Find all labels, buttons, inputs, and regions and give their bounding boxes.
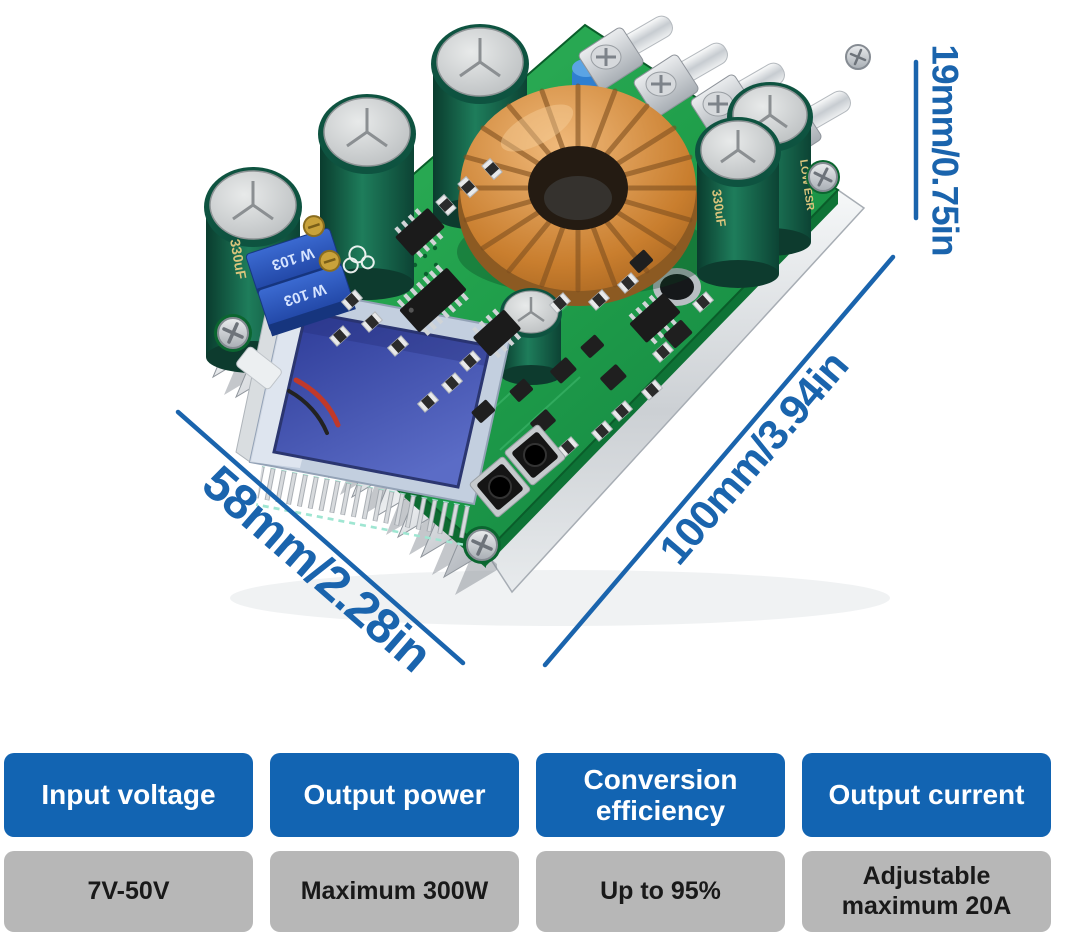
spec-table: Input voltage 7V-50V Output power Maximu… <box>4 753 1051 932</box>
spec-value-output-power: Maximum 300W <box>270 851 519 932</box>
capacitor-cluster-right: LOW ESR 330uF <box>695 82 816 288</box>
ic-chips <box>394 206 682 359</box>
silkscreen-logo <box>342 245 375 274</box>
spec-header-input-voltage: Input voltage <box>4 753 253 837</box>
capacitor-label: 330uF <box>227 238 250 281</box>
spec-column-conversion-efficiency: Conversion efficiency Up to 95% <box>536 753 785 932</box>
wire-red <box>293 377 341 428</box>
connector <box>236 346 282 390</box>
dimension-lines <box>175 59 919 668</box>
screw-terminal <box>578 15 673 90</box>
spec-column-output-current: Output current Adjustable maximum 20A <box>802 753 1051 932</box>
mounting-screw <box>463 526 501 564</box>
spec-header-output-power: Output power <box>270 753 519 837</box>
ic-chip <box>394 206 446 258</box>
spec-column-output-power: Output power Maximum 300W <box>270 753 519 932</box>
push-button <box>504 424 566 486</box>
ic-chip <box>396 264 470 336</box>
lcd-pin-row <box>256 466 470 546</box>
capacitor: 330uF <box>695 117 781 288</box>
smd-chips <box>471 249 693 435</box>
spec-value-output-current: Adjustable maximum 20A <box>802 851 1051 932</box>
dimension-line-width <box>175 409 466 666</box>
dimension-line-length <box>542 254 896 668</box>
spec-header-output-current: Output current <box>802 753 1051 837</box>
smd-resistors <box>328 157 715 458</box>
product-photo: 330uF <box>175 15 919 668</box>
spec-header-conversion-efficiency: Conversion efficiency <box>536 753 785 837</box>
capacitor-label: 330uF <box>709 188 729 227</box>
mounting-screw <box>845 44 871 70</box>
trimmer-potentiometer: W 103 <box>257 249 356 337</box>
mounting-screw <box>806 160 840 194</box>
spec-column-input-voltage: Input voltage 7V-50V <box>4 753 253 932</box>
spec-value-conversion-efficiency: Up to 95% <box>536 851 785 932</box>
wire-black <box>287 389 329 435</box>
mounting-screws <box>214 44 871 564</box>
screw-terminal <box>633 42 728 117</box>
dimension-label-height: 19mm/0.75in <box>924 44 966 256</box>
mounting-screw <box>214 314 252 352</box>
toroid-inductor <box>457 83 699 306</box>
push-button <box>469 456 531 518</box>
spec-value-input-voltage: 7V-50V <box>4 851 253 932</box>
ic-chip <box>472 307 522 359</box>
shadow <box>230 570 890 626</box>
